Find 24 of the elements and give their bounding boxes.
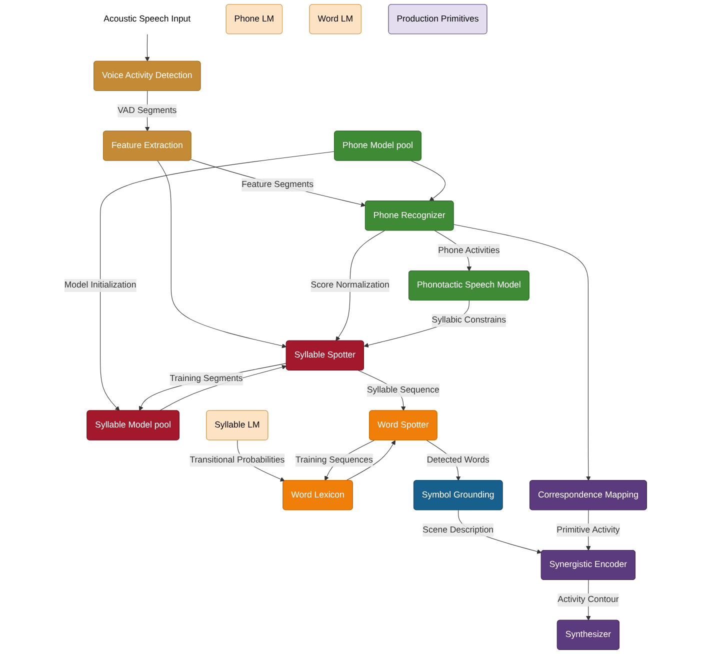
arrow (453, 224, 591, 481)
edge-label: Syllable Sequence (366, 385, 440, 395)
edge-label: Model Initialization (64, 280, 136, 290)
edge-label: Phone Activities (438, 246, 500, 255)
edge-label: Scene Description (422, 525, 494, 534)
arrow (100, 151, 335, 412)
edge-label: Training Sequences (296, 455, 373, 465)
edge-label: Primitive Activity (556, 525, 620, 534)
arrow (336, 230, 385, 342)
arrow (410, 160, 446, 202)
edge-label: Transitional Probabilities (190, 455, 285, 465)
arrow (138, 363, 287, 412)
arrow (190, 159, 366, 207)
edge-label: Activity Contour (558, 595, 619, 604)
edge-label: Detected Words (426, 455, 490, 465)
arrow (346, 440, 396, 481)
edge-label: Score Normalization (310, 280, 390, 290)
arrow (157, 160, 287, 348)
node-text: Acoustic Speech Input (104, 14, 191, 24)
edge-label: Feature Segments (242, 180, 314, 190)
edge-label: Training Segments (170, 374, 243, 384)
arrow (144, 34, 150, 62)
edge-label: VAD Segments (118, 106, 177, 116)
edge-label: Syllabic Constrains (432, 316, 506, 325)
